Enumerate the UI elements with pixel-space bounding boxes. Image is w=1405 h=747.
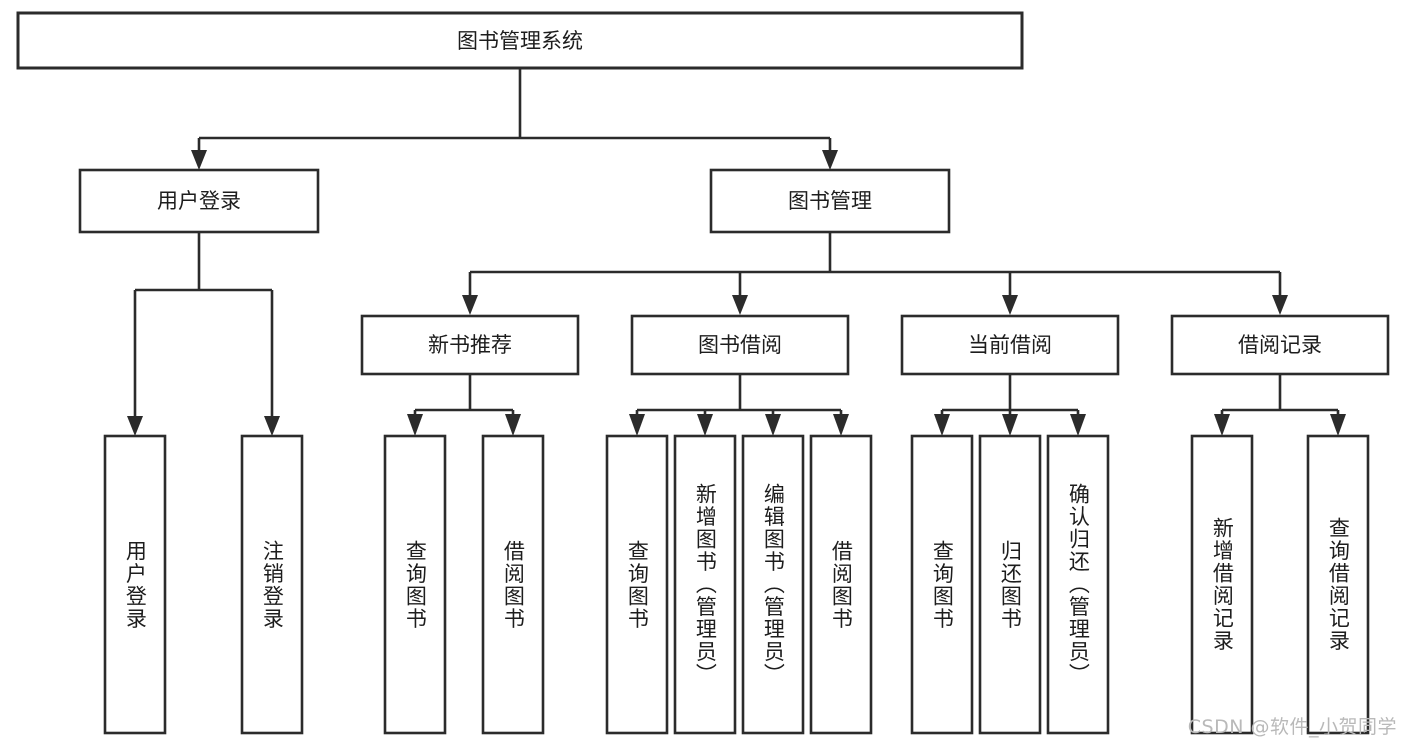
connector-bookborrow-to-leaves — [629, 374, 849, 436]
arrow-head-icon — [191, 150, 207, 170]
arrow-head-icon — [934, 414, 950, 436]
leaf-box-query-book-current[interactable] — [910, 434, 974, 735]
node-book-management[interactable]: 图书管理 — [709, 168, 951, 234]
node-current-borrow-label: 当前借阅 — [968, 333, 1052, 357]
arrow-head-icon — [1070, 414, 1086, 436]
node-borrow-record-label: 借阅记录 — [1238, 333, 1322, 357]
arrow-head-icon — [1214, 414, 1230, 436]
arrow-head-icon — [1002, 414, 1018, 436]
leaf-box-query-book-new[interactable] — [383, 434, 447, 735]
node-root-label: 图书管理系统 — [457, 29, 583, 53]
connector-borrowrecord-to-leaves — [1214, 374, 1346, 436]
arrow-head-icon — [1002, 295, 1018, 315]
node-new-book-recommend[interactable]: 新书推荐 — [360, 314, 580, 376]
leaf-box-logout[interactable] — [240, 434, 304, 735]
leaf-box-return-book[interactable] — [978, 434, 1042, 735]
node-user-login[interactable]: 用户登录 — [78, 168, 320, 234]
arrow-head-icon — [264, 416, 280, 436]
leaf-box-borrow-book[interactable] — [809, 434, 873, 735]
connector-root-to-level2 — [191, 68, 838, 170]
arrow-head-icon — [1272, 295, 1288, 315]
node-root-system[interactable]: 图书管理系统 — [16, 11, 1024, 70]
arrow-head-icon — [462, 295, 478, 315]
connector-bookmgmt-to-level3 — [462, 232, 1288, 315]
leaf-box-add-book-admin[interactable] — [673, 434, 737, 735]
leaf-box-add-borrow-record[interactable] — [1190, 434, 1254, 735]
arrow-head-icon — [127, 416, 143, 436]
connector-userlogin-to-leaves — [127, 232, 280, 436]
node-current-borrow[interactable]: 当前借阅 — [900, 314, 1120, 376]
arrow-head-icon — [732, 295, 748, 315]
connector-newbook-to-leaves — [407, 374, 521, 436]
arrow-head-icon — [765, 414, 781, 436]
leaf-box-borrow-book-new[interactable] — [481, 434, 545, 735]
leaf-box-user-login[interactable] — [103, 434, 167, 735]
arrow-head-icon — [1330, 414, 1346, 436]
leaf-box-confirm-return-admin[interactable] — [1046, 434, 1110, 735]
arrow-head-icon — [697, 414, 713, 436]
leaf-box-edit-book-admin[interactable] — [741, 434, 805, 735]
node-book-borrow-label: 图书借阅 — [698, 333, 782, 357]
node-new-book-recommend-label: 新书推荐 — [428, 333, 512, 357]
arrow-head-icon — [505, 414, 521, 436]
arrow-head-icon — [822, 150, 838, 170]
leaf-box-query-book-borrow[interactable] — [605, 434, 669, 735]
node-book-borrow[interactable]: 图书借阅 — [630, 314, 850, 376]
node-user-login-label: 用户登录 — [157, 189, 241, 213]
connector-currentborrow-to-leaves — [934, 374, 1086, 436]
arrow-head-icon — [629, 414, 645, 436]
node-book-management-label: 图书管理 — [788, 189, 872, 213]
arrow-head-icon — [407, 414, 423, 436]
leaf-box-query-borrow-record[interactable] — [1306, 434, 1370, 735]
node-borrow-record[interactable]: 借阅记录 — [1170, 314, 1390, 376]
arrow-head-icon — [833, 414, 849, 436]
